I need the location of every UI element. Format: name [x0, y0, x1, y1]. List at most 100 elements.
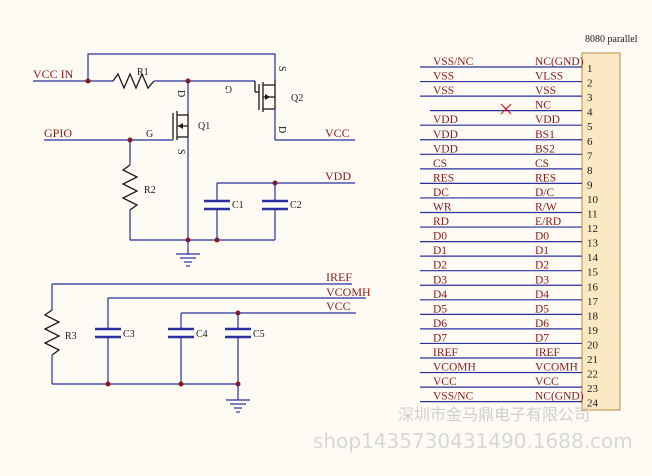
connector-pin-row: VCOMH VCOMH 22	[420, 362, 598, 381]
pin-left-label: RES	[433, 172, 454, 184]
pin-number: 23	[587, 383, 599, 395]
nc-cross-icon	[500, 103, 512, 115]
junction-dot	[105, 381, 111, 387]
pin-number: 16	[587, 281, 599, 293]
pin-right-label: VCOMH	[535, 362, 578, 374]
pin-number: 1	[587, 63, 593, 75]
pin-number: 20	[587, 339, 599, 351]
q1-transistor	[172, 81, 189, 240]
pin-right-label: RES	[535, 172, 556, 184]
connector-pin-row: D3 D3 16	[420, 274, 599, 293]
pin-right-label: D4	[535, 289, 549, 301]
pin-number: 6	[587, 136, 593, 148]
vdd-label: VDD	[325, 169, 351, 183]
pin-right-label: NC(GND)	[535, 56, 584, 68]
pin-left-label: D4	[433, 289, 447, 301]
pin-right-label: VDD	[535, 114, 560, 126]
pin-number: 2	[587, 78, 593, 90]
iref-label: IREF	[326, 270, 352, 284]
pin-right-label: D0	[535, 231, 549, 243]
pin-right-label: E/RD	[535, 216, 561, 228]
pin-left-label: VDD	[433, 114, 458, 126]
c3-label: C3	[123, 329, 135, 340]
q2-source-label: S	[276, 66, 287, 72]
watermark-url: shop1435730431490.1688.com	[313, 429, 633, 453]
pin-number: 10	[587, 194, 599, 206]
pin-right-label: CS	[535, 158, 549, 170]
q1-drain-label: D	[175, 90, 186, 97]
pin-right-label: D2	[535, 260, 549, 272]
pin-right-label: IREF	[535, 347, 560, 359]
ground-icon	[176, 240, 200, 267]
r3-label: R3	[65, 331, 77, 342]
pin-right-label: NC(GND)	[535, 391, 584, 403]
pin-number: 21	[587, 354, 598, 366]
c2-label: C2	[290, 200, 302, 211]
pin-number: 19	[587, 325, 599, 337]
c1-label: C1	[232, 200, 244, 211]
pin-left-label: VSS/NC	[433, 56, 474, 68]
pin-left-label: D0	[433, 231, 447, 243]
q1-source-label: S	[175, 149, 186, 155]
pin-number: 15	[587, 267, 599, 279]
connector-pin-row: IREF IREF 21	[420, 347, 598, 366]
pin-right-label: D3	[535, 274, 549, 286]
pin-right-label: BS2	[535, 143, 555, 155]
power-switch-circuit	[33, 53, 355, 267]
r2-resistor	[121, 164, 139, 211]
connector-pin-row: VDD VDD 5	[420, 114, 593, 133]
pin-left-label: IREF	[433, 347, 458, 359]
q2-label: Q2	[291, 93, 303, 104]
pin-number: 18	[587, 310, 599, 322]
pin-number: 14	[587, 252, 599, 264]
connector-body	[581, 52, 621, 411]
pin-left-label: VCOMH	[433, 362, 476, 374]
pin-number: 5	[587, 121, 593, 133]
pin-right-label: D6	[535, 318, 549, 330]
pin-left-label: VSS	[433, 71, 454, 83]
q2-arrow	[265, 94, 270, 100]
q2-drain-label: D	[276, 126, 287, 133]
watermark-company: 深圳市金马鼎电子有限公司	[398, 405, 590, 424]
q2-gate-label: G	[225, 83, 232, 94]
pin-number: 7	[587, 150, 593, 162]
vcomh-label: VCOMH	[326, 285, 371, 299]
pin-left-label: D7	[433, 332, 447, 344]
pin-right-label: VSS	[535, 85, 556, 97]
pin-left-label: D3	[433, 274, 447, 286]
pin-left-label: CS	[433, 158, 447, 170]
pin-left-label: VDD	[433, 129, 458, 141]
vcc-out-label: VCC	[325, 126, 350, 140]
pin-left-label: VDD	[433, 143, 458, 155]
pin-right-label: BS1	[535, 129, 555, 141]
connector-pin-row: NC4	[430, 100, 593, 119]
pin-right-label: NC	[535, 100, 551, 112]
pin-right-label: VLSS	[535, 71, 563, 83]
c5-label: C5	[253, 329, 265, 340]
connector-pin-row: VSS/NC NC(GND)1	[420, 56, 593, 75]
pin-left-label: VSS/NC	[433, 391, 474, 403]
q2-transistor	[254, 80, 276, 140]
q1-label: Q1	[198, 121, 210, 132]
r3-resistor	[43, 309, 61, 356]
connector-pin-row: VDD BS2 7	[420, 143, 593, 162]
pin-number: 22	[587, 369, 598, 381]
r1-resistor	[112, 72, 155, 90]
reference-circuit	[43, 283, 366, 413]
pin-number: 3	[587, 92, 593, 104]
connector-pin-row: VDD BS1 6	[420, 129, 593, 148]
r1-label: R1	[137, 67, 149, 78]
component-labels: VCC IN GPIO VCC VDD IREF VCOMH VCC R1 R2…	[33, 66, 371, 342]
